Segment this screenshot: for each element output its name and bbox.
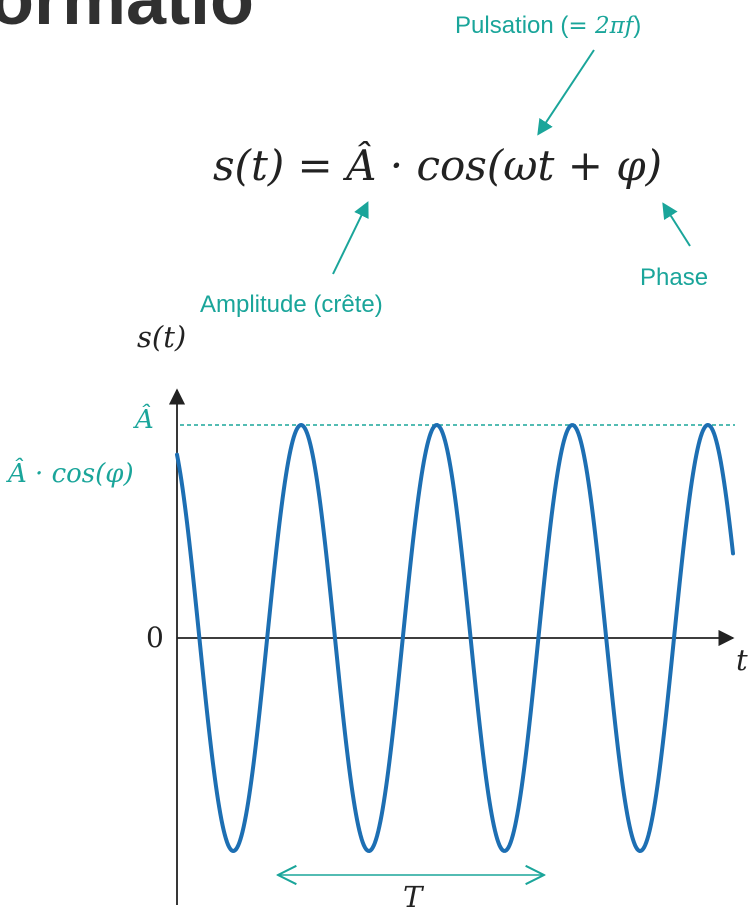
phase-annotation: Phase (640, 264, 708, 291)
header-title-fragment: ormatio (0, 0, 254, 40)
pulsation-math: = 2πf (568, 13, 636, 39)
period-label: T (403, 880, 425, 914)
formula: s(t) = Â · cos(ωt + φ) (213, 140, 662, 190)
x-axis-label: t (736, 643, 748, 677)
peak-label: Â (133, 403, 154, 435)
pulsation-annotation: Pulsation (= 2πf) (455, 12, 641, 39)
signal-curve (175, 423, 735, 853)
pulsation-arrow (537, 49, 595, 136)
pulsation-close: ) (633, 12, 641, 39)
initial-value-label: Â · cos(φ) (6, 457, 134, 489)
phase-arrow (662, 202, 691, 247)
zero-label: 0 (146, 621, 164, 654)
y-axis-label: s(t) (137, 320, 186, 354)
amplitude-annotation: Amplitude (crête) (200, 291, 383, 318)
pulsation-label: Pulsation ( (455, 12, 568, 39)
amplitude-arrow (332, 201, 369, 275)
